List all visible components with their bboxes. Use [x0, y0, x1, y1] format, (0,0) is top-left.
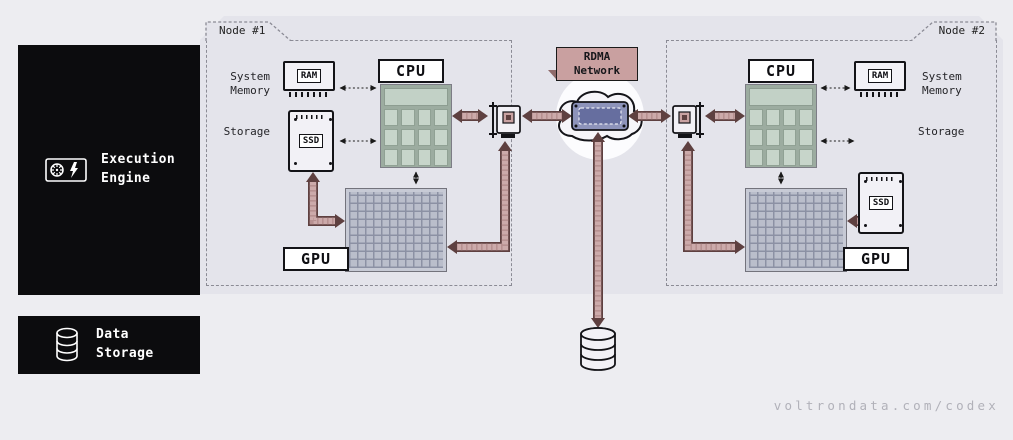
rdma-banner-label: RDMA Network	[556, 47, 638, 81]
ribbon-fold	[548, 70, 556, 79]
node-2-tab-label: Node #2	[938, 24, 985, 37]
node-1-nic-icon	[489, 102, 521, 138]
node-2-ssd-icon: SSD	[858, 172, 904, 234]
footer-url: voltrondata.com/codex	[773, 398, 999, 413]
node-2-storage-label: Storage	[918, 125, 965, 138]
data-storage-banner: Data Storage	[18, 316, 200, 374]
node-1-gpu-die	[345, 188, 447, 272]
node-1-tab-label: Node #1	[219, 24, 266, 37]
node-2-gpu-die	[745, 188, 847, 272]
node-2-tab	[910, 21, 997, 41]
node-1-gpu-label: GPU	[283, 247, 349, 271]
data-storage-label: Data Storage	[96, 327, 154, 361]
node-1-ram-label: RAM	[296, 69, 322, 83]
node-2-nic-icon	[672, 102, 704, 138]
node-2-ram-icon: RAM	[854, 61, 906, 97]
node-1-ram-icon: RAM	[283, 61, 335, 97]
node-2-ssd-label: SSD	[868, 196, 894, 210]
node-1-tab	[205, 21, 292, 41]
node-2-ram-label: RAM	[867, 69, 893, 83]
node-1-cpu-label: CPU	[378, 59, 444, 83]
node-2-gpu-label: GPU	[843, 247, 909, 271]
node-1-ssd-icon: SSD	[288, 110, 334, 172]
node-2-cpu-die	[745, 84, 817, 168]
ssd-screws	[864, 180, 867, 183]
node-2-cpu-label: CPU	[748, 59, 814, 83]
ram-pins	[289, 92, 329, 97]
node-1-system-memory-label: System Memory	[230, 70, 270, 98]
ssd-screws	[294, 118, 297, 121]
node-1-ssd-label: SSD	[298, 134, 324, 148]
node-1-storage-label: Storage	[223, 125, 270, 138]
rdma-banner: RDMA Network	[548, 47, 638, 81]
database-cylinder-icon	[580, 327, 616, 371]
ssd-pins	[296, 115, 326, 119]
switch-icon	[571, 101, 629, 131]
ssd-pins	[866, 177, 896, 181]
node-1-cpu-die	[380, 84, 452, 168]
node-2-box	[666, 40, 997, 286]
node-1-box	[206, 40, 512, 286]
execution-engine-label: Execution Engine	[101, 152, 176, 186]
database-icon	[56, 327, 78, 362]
server-icon	[45, 158, 87, 182]
execution-engine-banner: Execution Engine	[18, 45, 200, 295]
ram-pins	[860, 92, 900, 97]
node-2-system-memory-label: System Memory	[922, 70, 962, 98]
